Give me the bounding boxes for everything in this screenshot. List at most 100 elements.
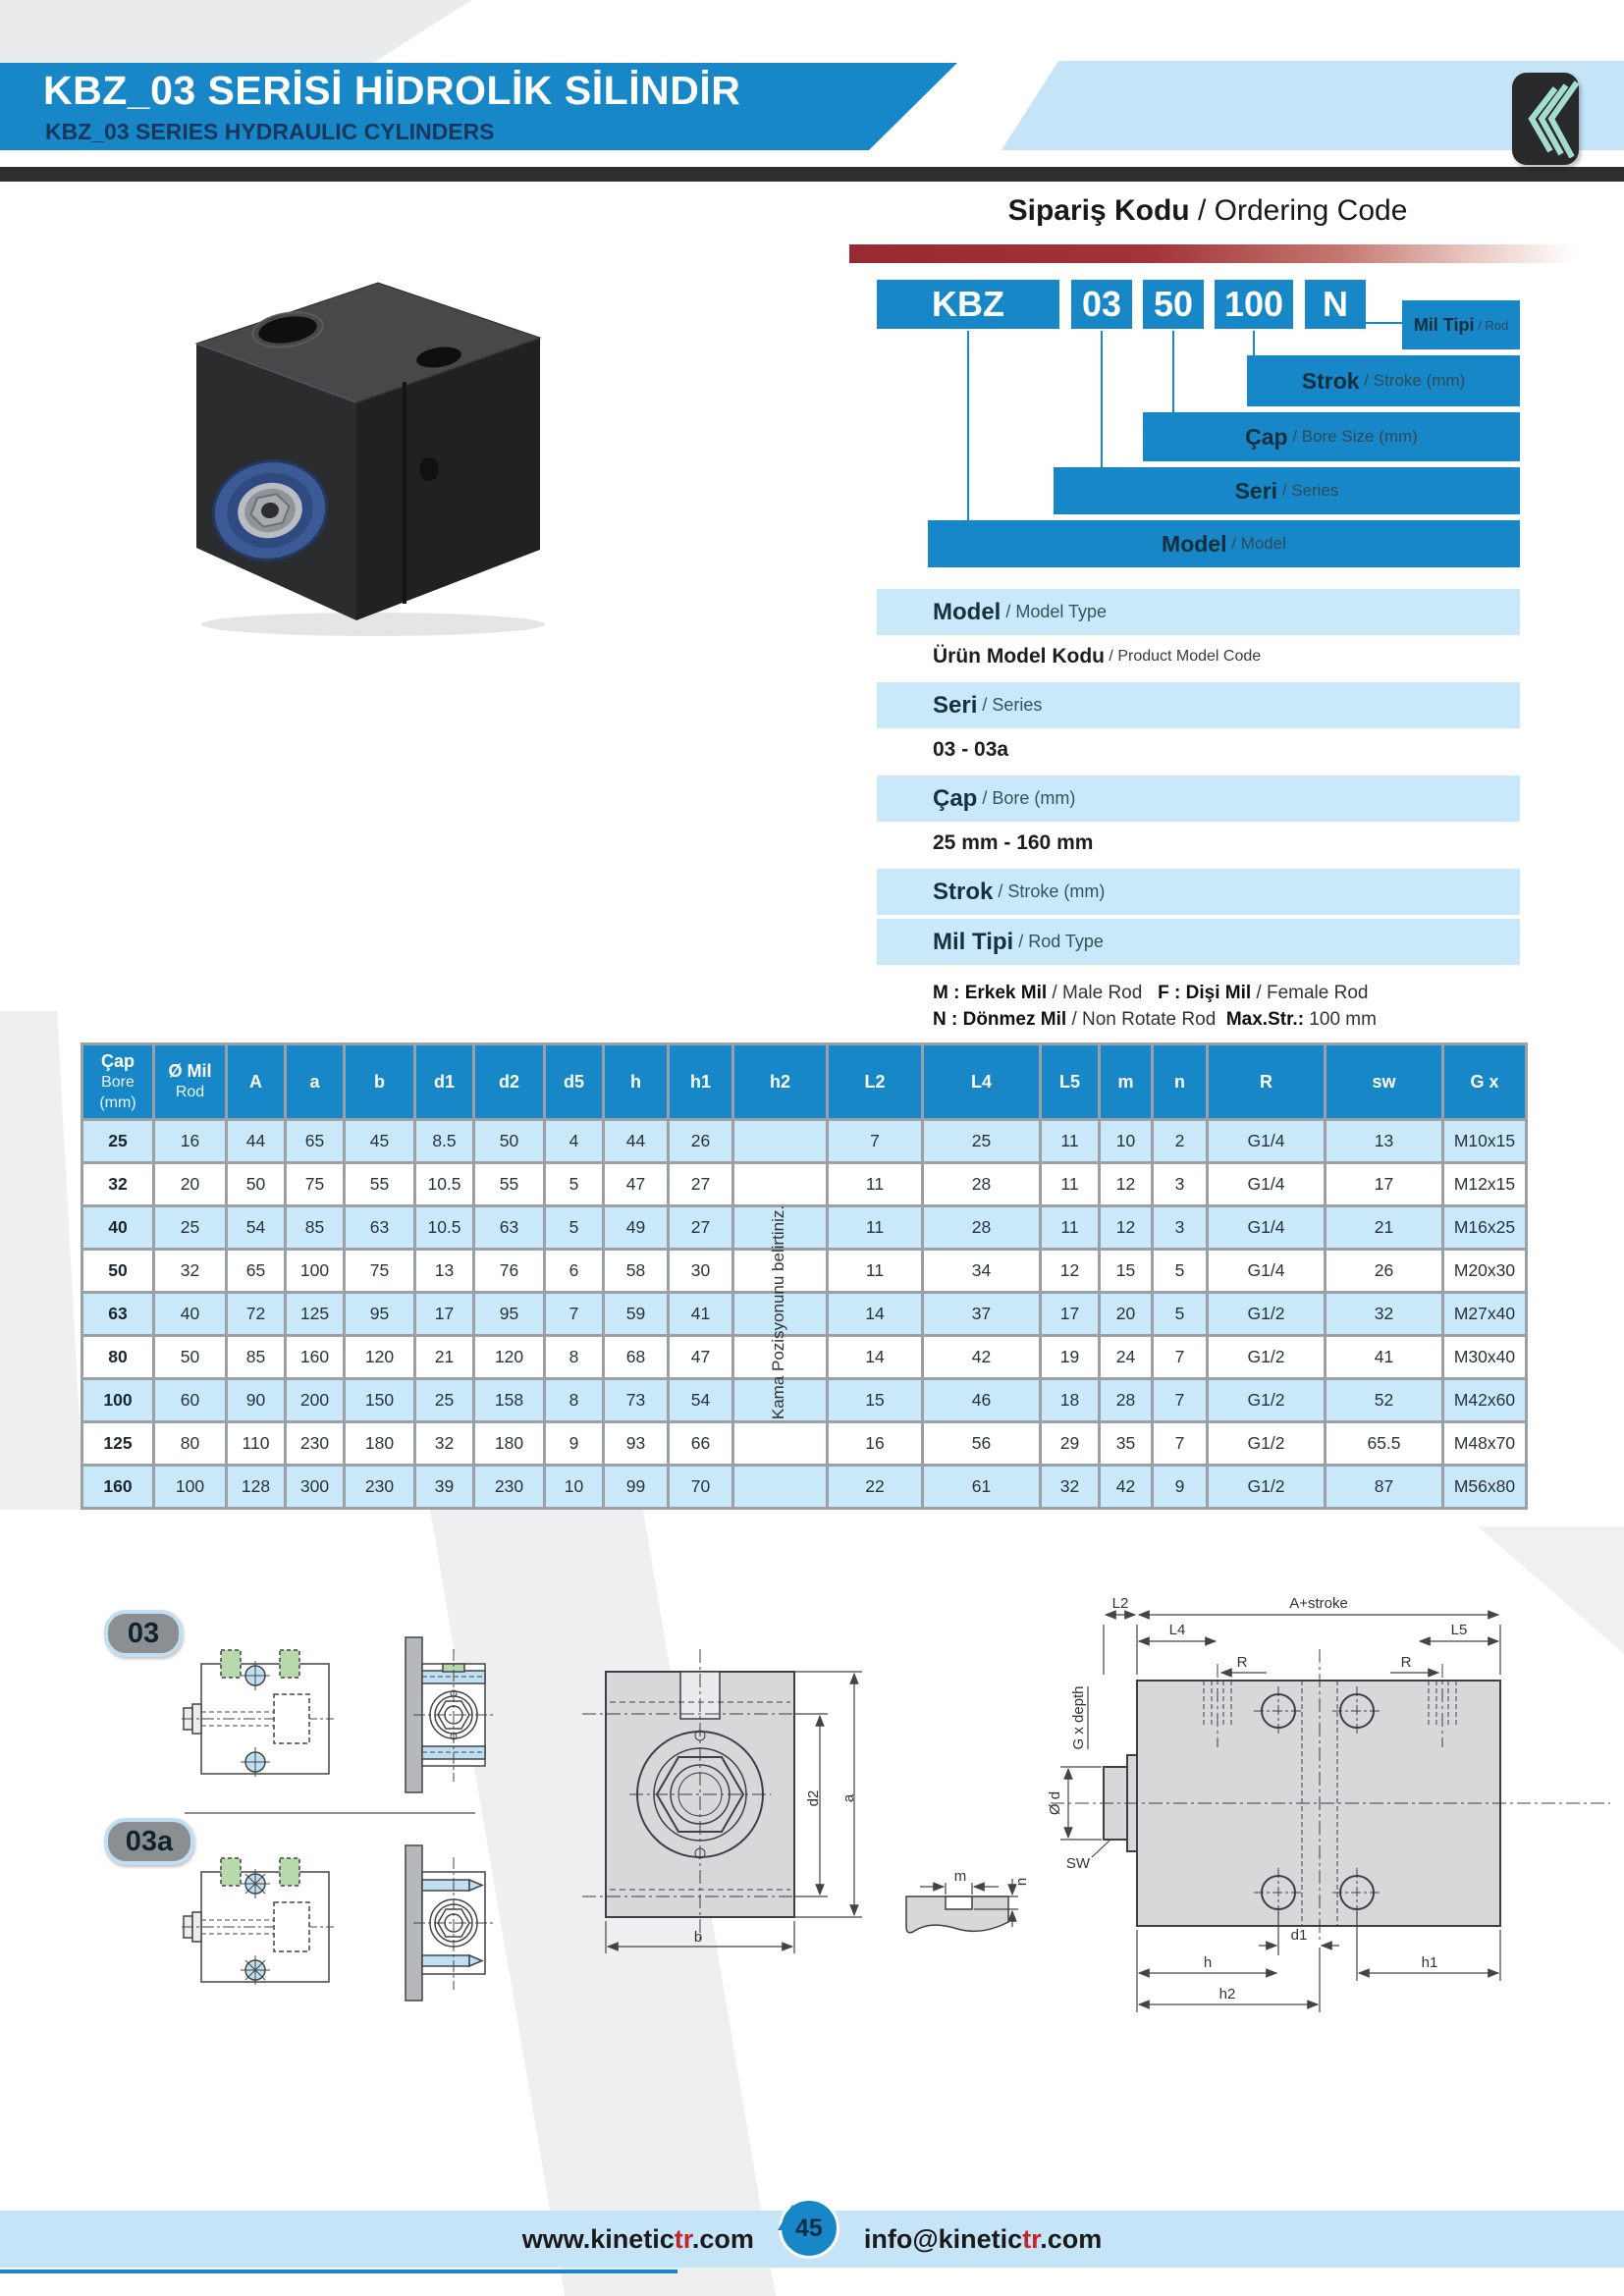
table-cell: 80 xyxy=(152,1420,228,1467)
table-cell: 41 xyxy=(1324,1334,1444,1380)
table-cell: 54 xyxy=(225,1204,287,1251)
table-cell: 16 xyxy=(826,1420,924,1467)
ordering-label-4: Model / Model xyxy=(928,520,1520,567)
table-cell: 50 xyxy=(152,1334,228,1380)
variant-badge-03: 03 xyxy=(104,1610,183,1657)
table-cell: 32 xyxy=(1324,1291,1444,1337)
table-cell: 12 xyxy=(1098,1204,1154,1251)
ordering-title-tr: Sipariş Kodu xyxy=(1007,194,1190,227)
table-cell: 20 xyxy=(152,1161,228,1207)
table-cell: 7 xyxy=(1151,1377,1209,1423)
table-header-cell: R xyxy=(1206,1042,1326,1121)
table-cell: 128 xyxy=(225,1464,287,1510)
table-cell: G1/4 xyxy=(1206,1204,1326,1251)
table-cell: 18 xyxy=(1039,1377,1101,1423)
code-box-50: 50 xyxy=(1143,280,1204,329)
table-cell: 5 xyxy=(1151,1291,1209,1337)
page-subtitle: KBZ_03 SERIES HYDRAULIC CYLINDERS xyxy=(45,119,495,144)
table-cell: 58 xyxy=(602,1248,670,1294)
table-cell: 100 xyxy=(152,1464,228,1510)
table-header-cell: d5 xyxy=(543,1042,605,1121)
table-cell: 49 xyxy=(602,1204,670,1251)
table-cell: 65.5 xyxy=(1324,1420,1444,1467)
table-cell: 158 xyxy=(472,1377,546,1423)
ordering-label-2: Çap / Bore Size (mm) xyxy=(1143,412,1520,461)
table-cell: 5 xyxy=(1151,1248,1209,1294)
table-cell: 65 xyxy=(225,1248,287,1294)
table-cell: 9 xyxy=(1151,1464,1209,1510)
dim-label-h2: h2 xyxy=(1219,1986,1236,2002)
table-cell: 7 xyxy=(826,1118,924,1164)
table-cell: 40 xyxy=(81,1204,155,1251)
drawing-variant-03 xyxy=(182,1636,496,1793)
table-cell: 28 xyxy=(921,1204,1042,1251)
table-cell: 34 xyxy=(921,1248,1042,1294)
spec-row: Model / Model Type xyxy=(877,589,1520,635)
table-cell: 39 xyxy=(413,1464,475,1510)
table-cell: 230 xyxy=(343,1464,416,1510)
table-cell: 10 xyxy=(543,1464,605,1510)
table-cell: 76 xyxy=(472,1248,546,1294)
table-cell: M42x60 xyxy=(1441,1377,1528,1423)
table-cell: 26 xyxy=(1324,1248,1444,1294)
table-cell: 15 xyxy=(1098,1248,1154,1294)
ordering-label-0: Mil Tipi / Rod xyxy=(1402,300,1520,349)
table-cell: 95 xyxy=(472,1291,546,1337)
table-cell: 70 xyxy=(667,1464,734,1510)
table-cell: 24 xyxy=(1098,1334,1154,1380)
table-cell: 85 xyxy=(284,1204,346,1251)
table-cell: 17 xyxy=(413,1291,475,1337)
table-cell: M48x70 xyxy=(1441,1420,1528,1467)
dim-label-a: a xyxy=(840,1793,857,1802)
table-cell: 7 xyxy=(1151,1334,1209,1380)
footer-email[interactable]: info@kinetictr.com xyxy=(863,2223,1103,2254)
table-cell: 10.5 xyxy=(413,1204,475,1251)
spec-row: Strok / Stroke (mm) xyxy=(877,869,1520,915)
table-cell: 73 xyxy=(602,1377,670,1423)
table-header-cell: a xyxy=(284,1042,346,1121)
table-cell: 50 xyxy=(81,1248,155,1294)
table-cell: 19 xyxy=(1039,1334,1101,1380)
table-cell: 44 xyxy=(602,1118,670,1164)
table-cell: G1/2 xyxy=(1206,1291,1326,1337)
ordering-title-en: / Ordering Code xyxy=(1189,194,1408,227)
variant-divider xyxy=(185,1812,475,1814)
table-cell: 150 xyxy=(343,1377,416,1423)
table-cell: M16x25 xyxy=(1441,1204,1528,1251)
spec-row: Çap / Bore (mm) xyxy=(877,775,1520,822)
table-cell: 46 xyxy=(921,1377,1042,1423)
table-cell: 37 xyxy=(921,1291,1042,1337)
footer-website[interactable]: www.kinetictr.com xyxy=(521,2223,754,2254)
connector-line xyxy=(1172,331,1174,412)
table-cell: 9 xyxy=(543,1420,605,1467)
table-cell: 41 xyxy=(667,1291,734,1337)
table-cell: 65 xyxy=(284,1118,346,1164)
table-cell: 32 xyxy=(413,1420,475,1467)
table-header-cell: h1 xyxy=(667,1042,734,1121)
table-cell: 68 xyxy=(602,1334,670,1380)
spec-row: 03 - 03a xyxy=(933,738,1009,761)
table-cell: 16 xyxy=(152,1118,228,1164)
table-header-cell: L5 xyxy=(1039,1042,1101,1121)
table-cell: 3 xyxy=(1151,1161,1209,1207)
ordering-label-1: Strok / Stroke (mm) xyxy=(1247,355,1520,406)
page-title: KBZ_03 SERİSİ HİDROLİK SİLİNDİR xyxy=(43,68,741,113)
table-cell: 56 xyxy=(921,1420,1042,1467)
spec-row: Ürün Model Kodu / Product Model Code xyxy=(933,645,1262,667)
table-cell: 13 xyxy=(1324,1118,1444,1164)
spec-row: 25 mm - 160 mm xyxy=(933,831,1094,854)
table-cell: G1/2 xyxy=(1206,1334,1326,1380)
dim-label-dia-d: Ø d xyxy=(1047,1791,1063,1815)
table-cell: 17 xyxy=(1039,1291,1101,1337)
table-cell: 26 xyxy=(667,1118,734,1164)
table-cell: 25 xyxy=(152,1204,228,1251)
table-cell: 90 xyxy=(225,1377,287,1423)
table-cell: 21 xyxy=(413,1334,475,1380)
table-cell: 230 xyxy=(284,1420,346,1467)
table-cell: 50 xyxy=(472,1118,546,1164)
